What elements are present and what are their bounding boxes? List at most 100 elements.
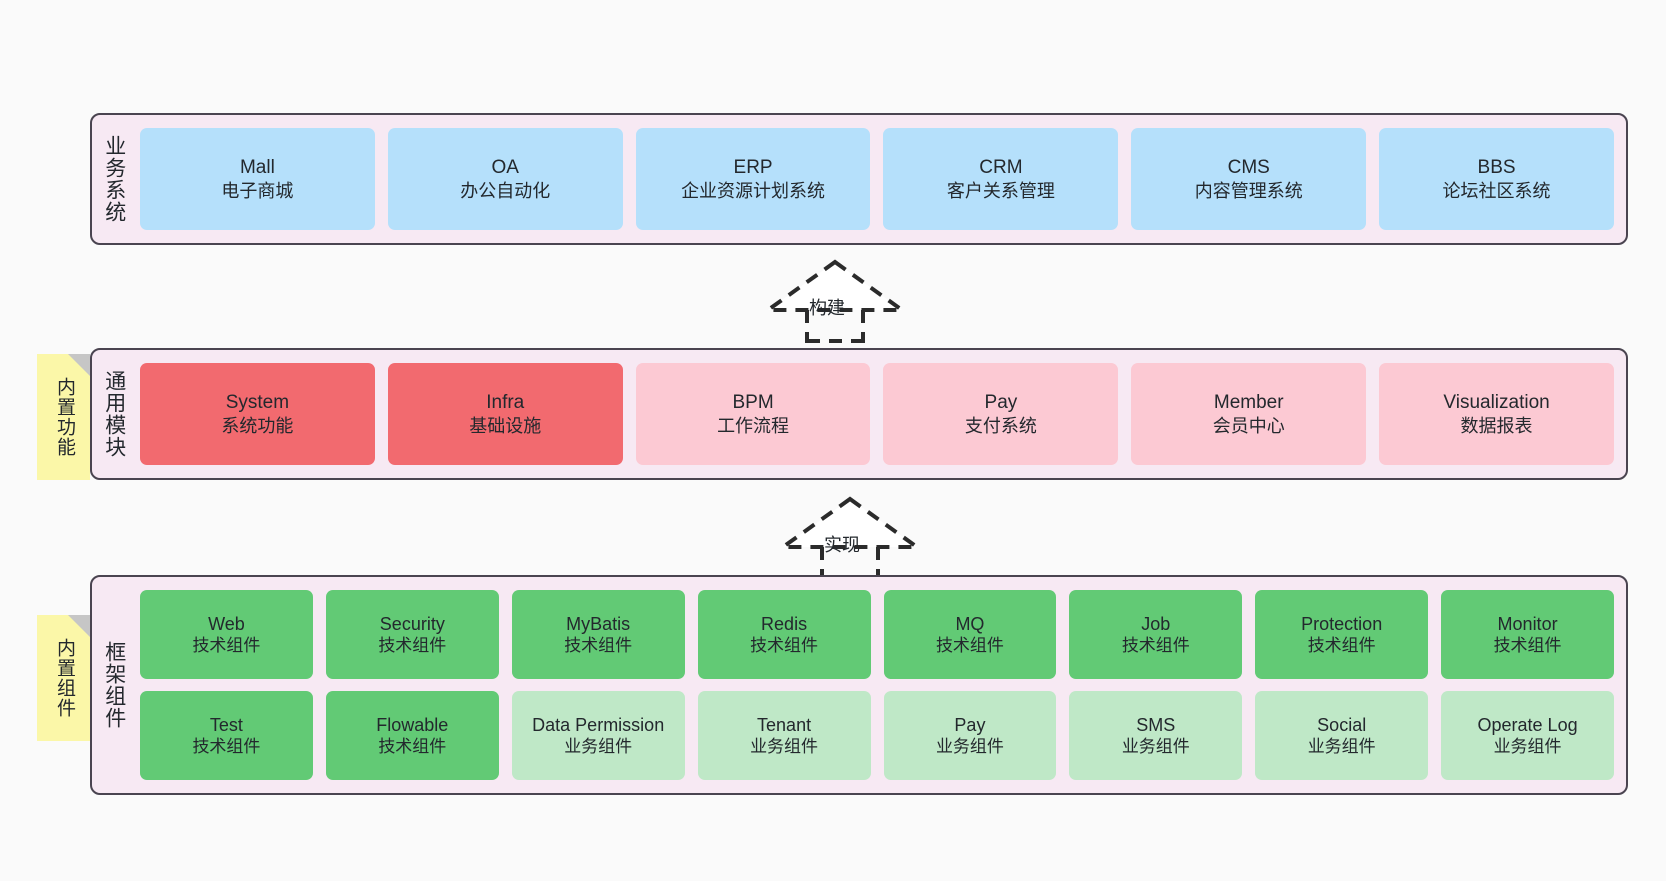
box-subtitle: 电子商城 xyxy=(221,180,294,201)
box-subtitle: 论坛社区系统 xyxy=(1442,180,1551,201)
box-subtitle: 技术组件 xyxy=(935,636,1004,656)
box-title: MQ xyxy=(955,613,985,634)
box-infra[interactable]: Infra 基础设施 xyxy=(387,363,623,465)
layer-business-systems[interactable]: 业务系统 Mall 电子商城 OA 办公自动化 ERP 企业资源计划系统 CRM… xyxy=(90,113,1628,245)
box-subtitle: 企业资源计划系统 xyxy=(681,180,826,201)
box-data-permission[interactable]: Data Permission 业务组件 xyxy=(511,691,685,780)
box-subtitle: 会员中心 xyxy=(1212,415,1285,436)
box-title: BPM xyxy=(732,392,774,414)
box-title: System xyxy=(225,392,290,414)
box-bpm[interactable]: BPM 工作流程 xyxy=(635,363,871,465)
box-pay-module[interactable]: Pay 支付系统 xyxy=(883,363,1119,465)
box-social[interactable]: Social 业务组件 xyxy=(1255,691,1429,780)
box-subtitle: 工作流程 xyxy=(717,415,790,436)
box-mybatis[interactable]: MyBatis 技术组件 xyxy=(511,590,685,679)
box-title: Infra xyxy=(486,392,525,414)
box-protection[interactable]: Protection 技术组件 xyxy=(1255,590,1429,679)
layer-body-framework-components: Web 技术组件 Security 技术组件 MyBatis 技术组件 Redi… xyxy=(136,577,1626,793)
box-oa[interactable]: OA 办公自动化 xyxy=(387,128,623,230)
box-crm[interactable]: CRM 客户关系管理 xyxy=(883,128,1119,230)
box-title: ERP xyxy=(733,157,773,179)
box-subtitle: 技术组件 xyxy=(750,636,819,656)
box-subtitle: 技术组件 xyxy=(1307,636,1376,656)
connector-build: 构建 xyxy=(750,258,920,343)
layer-common-modules[interactable]: 通用模块 System 系统功能 Infra 基础设施 BPM 工作流程 Pay… xyxy=(90,348,1628,480)
box-subtitle: 业务组件 xyxy=(1121,737,1190,757)
layer-body-business-systems: Mall 电子商城 OA 办公自动化 ERP 企业资源计划系统 CRM 客户关系… xyxy=(136,115,1626,243)
box-row: System 系统功能 Infra 基础设施 BPM 工作流程 Pay 支付系统… xyxy=(140,363,1614,465)
box-member[interactable]: Member 会员中心 xyxy=(1131,363,1367,465)
box-operate-log[interactable]: Operate Log 业务组件 xyxy=(1441,691,1614,780)
box-title: Security xyxy=(379,613,445,634)
box-subtitle: 技术组件 xyxy=(192,636,261,656)
box-test[interactable]: Test 技术组件 xyxy=(140,691,313,780)
arrowhead-triangle xyxy=(776,496,924,549)
box-row: Test 技术组件 Flowable 技术组件 Data Permission … xyxy=(140,691,1614,780)
box-subtitle: 业务组件 xyxy=(564,737,633,757)
box-job[interactable]: Job 技术组件 xyxy=(1069,590,1243,679)
box-title: CMS xyxy=(1227,157,1270,179)
note-builtin-component[interactable]: 内置组件 xyxy=(37,615,90,741)
layer-framework-components[interactable]: 框架组件 Web 技术组件 Security 技术组件 MyBatis 技术组件… xyxy=(90,575,1628,795)
box-title: Member xyxy=(1213,392,1284,414)
box-row: Mall 电子商城 OA 办公自动化 ERP 企业资源计划系统 CRM 客户关系… xyxy=(140,128,1614,230)
box-row: Web 技术组件 Security 技术组件 MyBatis 技术组件 Redi… xyxy=(140,590,1614,679)
layer-title-common-modules: 通用模块 xyxy=(102,370,126,458)
box-subtitle: 技术组件 xyxy=(564,636,633,656)
box-title: Visualization xyxy=(1443,392,1550,414)
box-title: CRM xyxy=(979,157,1023,179)
box-subtitle: 技术组件 xyxy=(1493,636,1562,656)
box-title: Data Permission xyxy=(532,714,665,735)
box-subtitle: 系统功能 xyxy=(221,415,294,436)
layer-title-business-systems: 业务系统 xyxy=(102,135,126,223)
box-subtitle: 业务组件 xyxy=(935,737,1004,757)
connector-build-label: 构建 xyxy=(809,298,845,318)
layer-body-common-modules: System 系统功能 Infra 基础设施 BPM 工作流程 Pay 支付系统… xyxy=(136,350,1626,478)
box-mq[interactable]: MQ 技术组件 xyxy=(883,590,1057,679)
box-subtitle: 技术组件 xyxy=(378,737,447,757)
box-erp[interactable]: ERP 企业资源计划系统 xyxy=(635,128,871,230)
box-title: MyBatis xyxy=(566,613,631,634)
box-mall[interactable]: Mall 电子商城 xyxy=(140,128,375,230)
box-title: OA xyxy=(491,157,519,179)
box-subtitle: 基础设施 xyxy=(469,415,542,436)
note-fold-icon xyxy=(68,354,90,376)
box-title: Job xyxy=(1141,613,1171,634)
box-title: Redis xyxy=(761,613,808,634)
box-tenant[interactable]: Tenant 业务组件 xyxy=(697,691,871,780)
box-title: Operate Log xyxy=(1477,714,1578,735)
connector-implement-label: 实现 xyxy=(824,535,860,555)
box-web[interactable]: Web 技术组件 xyxy=(140,590,313,679)
box-title: Pay xyxy=(954,714,986,735)
box-title: Mall xyxy=(239,157,275,179)
note-builtin-function[interactable]: 内置功能 xyxy=(37,354,90,480)
connector-implement: 实现 xyxy=(765,495,935,580)
box-visualization[interactable]: Visualization 数据报表 xyxy=(1379,363,1614,465)
box-monitor[interactable]: Monitor 技术组件 xyxy=(1441,590,1614,679)
box-security[interactable]: Security 技术组件 xyxy=(325,590,499,679)
box-title: BBS xyxy=(1477,157,1516,179)
box-title: Protection xyxy=(1301,613,1383,634)
note-label: 内置功能 xyxy=(53,377,75,457)
box-pay-component[interactable]: Pay 业务组件 xyxy=(883,691,1057,780)
box-redis[interactable]: Redis 技术组件 xyxy=(697,590,871,679)
box-sms[interactable]: SMS 业务组件 xyxy=(1069,691,1243,780)
box-cms[interactable]: CMS 内容管理系统 xyxy=(1131,128,1367,230)
box-title: Test xyxy=(209,714,243,735)
box-subtitle: 客户关系管理 xyxy=(946,180,1055,201)
arrowhead-triangle xyxy=(761,259,909,312)
box-subtitle: 技术组件 xyxy=(378,636,447,656)
box-subtitle: 技术组件 xyxy=(1121,636,1190,656)
box-subtitle: 业务组件 xyxy=(1307,737,1376,757)
box-subtitle: 内容管理系统 xyxy=(1194,180,1303,201)
box-title: SMS xyxy=(1136,714,1176,735)
box-subtitle: 技术组件 xyxy=(192,737,261,757)
box-flowable[interactable]: Flowable 技术组件 xyxy=(325,691,499,780)
box-bbs[interactable]: BBS 论坛社区系统 xyxy=(1379,128,1614,230)
box-system[interactable]: System 系统功能 xyxy=(140,363,375,465)
box-subtitle: 业务组件 xyxy=(1493,737,1562,757)
layer-title-framework-components: 框架组件 xyxy=(102,641,126,729)
note-fold-icon xyxy=(68,615,90,637)
box-title: Flowable xyxy=(376,714,449,735)
